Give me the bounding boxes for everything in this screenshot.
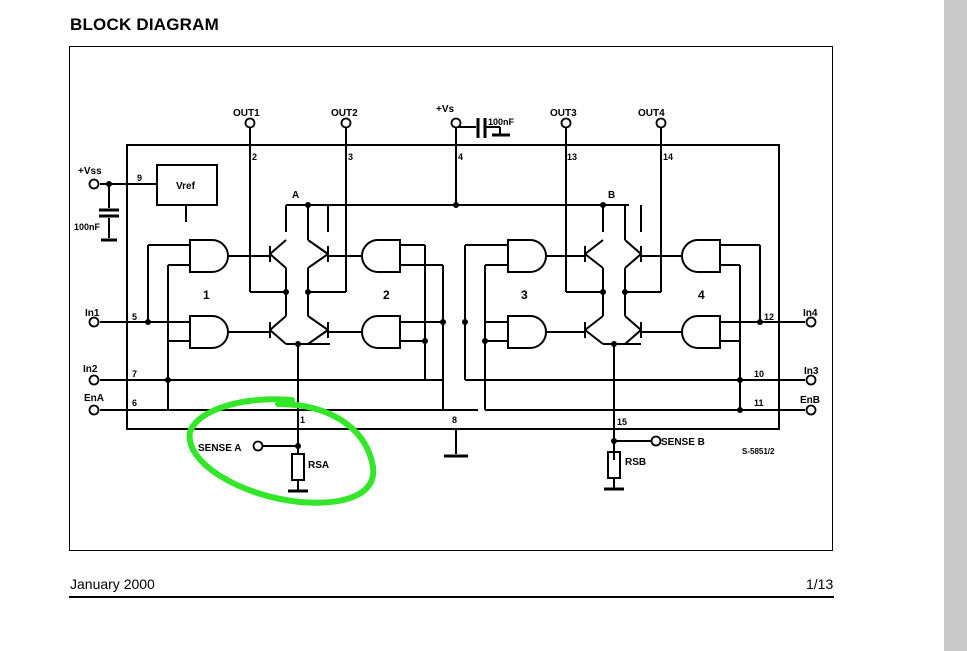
- out3-label: OUT3: [550, 108, 577, 119]
- rsa-label: RSA: [308, 460, 329, 471]
- rsb-label: RSB: [625, 457, 646, 468]
- node-a-label: A: [292, 190, 299, 201]
- vs-pin: [450, 117, 462, 129]
- pin-3-number: 3: [348, 152, 353, 162]
- pin-9-number: 9: [137, 173, 142, 183]
- out2-label: OUT2: [331, 108, 358, 119]
- footer-date: January 2000: [70, 576, 155, 592]
- cap-vss-label: 100nF: [74, 222, 101, 232]
- drawing-code: S-5851/2: [742, 447, 775, 456]
- out3-pin: [560, 117, 572, 129]
- scrollbar[interactable]: [944, 0, 967, 651]
- pin-13-number: 13: [567, 152, 577, 162]
- sense-a-pin: [252, 440, 264, 452]
- pin-14-number: 14: [663, 152, 673, 162]
- in2-label: In2: [83, 364, 98, 375]
- vss-pin: [88, 178, 100, 190]
- out2-pin: [340, 117, 352, 129]
- bridge-4-label: 4: [698, 288, 705, 302]
- out4-label: OUT4: [638, 108, 665, 119]
- sense-a-label: SENSE A: [198, 443, 242, 454]
- out4-pin: [655, 117, 667, 129]
- in3-label: In3: [804, 366, 819, 377]
- pin-6-number: 6: [132, 398, 137, 408]
- vss-label: +Vss: [78, 166, 102, 177]
- ena-pin: [88, 404, 100, 416]
- vs-label: +Vs: [436, 104, 455, 115]
- pin-1-number: 1: [300, 415, 305, 425]
- page-title: BLOCK DIAGRAM: [70, 15, 219, 34]
- pin-4-number: 4: [458, 152, 463, 162]
- pin-8-number: 8: [452, 415, 457, 425]
- pin-2-number: 2: [252, 152, 257, 162]
- highlight-circle: [186, 396, 377, 506]
- pin-10-number: 10: [754, 369, 764, 379]
- enb-pin: [805, 404, 817, 416]
- in2-pin: [88, 374, 100, 386]
- in4-label: In4: [803, 308, 818, 319]
- bridge-1-label: 1: [203, 288, 210, 302]
- bridge-2-label: 2: [383, 288, 390, 302]
- in1-pin: [88, 316, 100, 328]
- pin-11-number: 11: [754, 398, 764, 408]
- sense-b-pin: [650, 435, 662, 447]
- pin-5-number: 5: [132, 312, 137, 322]
- rsa-resistor: [291, 453, 305, 481]
- node-b-label: B: [608, 190, 615, 201]
- chip-outline: [126, 144, 780, 430]
- out1-pin: [244, 117, 256, 129]
- enb-label: EnB: [800, 395, 820, 406]
- in3-pin: [805, 374, 817, 386]
- bridge-3-label: 3: [521, 288, 528, 302]
- vref-label: Vref: [176, 181, 196, 192]
- in4-pin: [805, 316, 817, 328]
- in1-label: In1: [85, 308, 100, 319]
- page-number: 1/13: [806, 576, 834, 592]
- ena-label: EnA: [84, 393, 104, 404]
- out1-label: OUT1: [233, 108, 260, 119]
- cap-vs-label: 100nF: [488, 117, 515, 127]
- footer-rule: [69, 596, 834, 598]
- pin-7-number: 7: [132, 369, 137, 379]
- pin-12-number: 12: [764, 312, 774, 322]
- pin-15-number: 15: [617, 417, 627, 427]
- sense-b-label: SENSE B: [661, 437, 705, 448]
- diagram-frame: [69, 46, 833, 551]
